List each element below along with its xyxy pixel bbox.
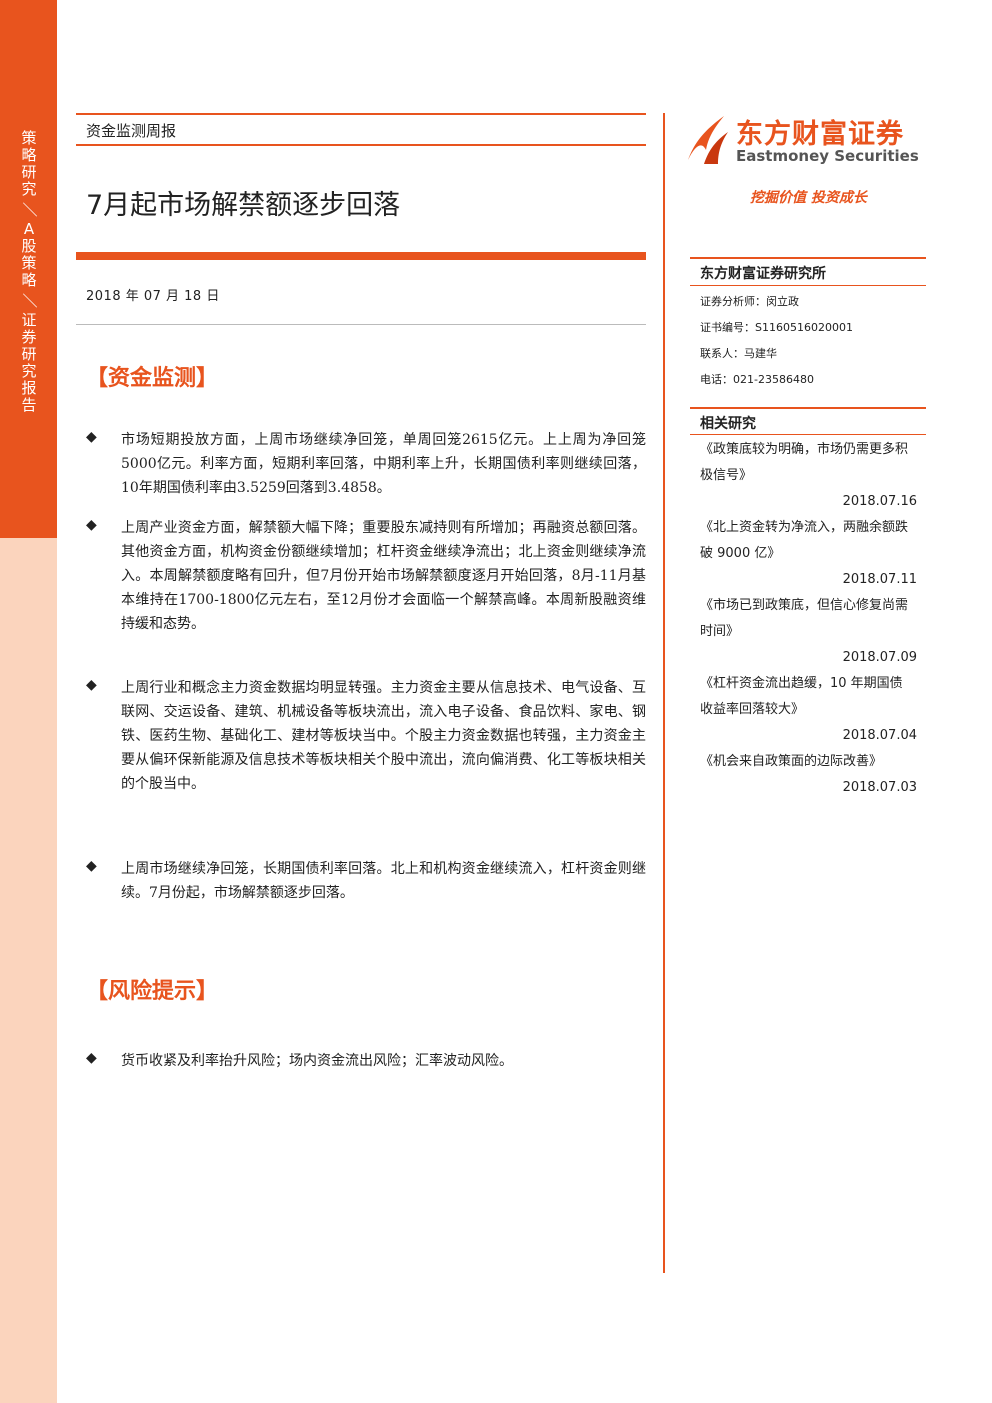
report-type: 资金监测周报 xyxy=(86,122,177,140)
diamond-bullet-icon: ◆ xyxy=(86,1050,97,1066)
related-item-date: 2018.07.09 xyxy=(842,650,917,665)
sidebar-label-a-share: A股策略 xyxy=(21,220,37,289)
flame-logo-icon xyxy=(688,116,728,164)
related-item-title[interactable]: 《北上资金转为净流入，两融余额跌破 9000 亿》 xyxy=(700,520,909,561)
related-item-date: 2018.07.03 xyxy=(842,780,917,795)
report-date: 2018 年 07 月 18 日 xyxy=(86,289,220,304)
date-divider xyxy=(76,324,646,325)
bullet-text: 市场短期投放方面，上周市场继续净回笼，单周回笼2615亿元。上上周为净回笼500… xyxy=(121,432,646,496)
institute-rule-bottom xyxy=(690,285,926,286)
diamond-bullet-icon: ◆ xyxy=(86,429,97,445)
related-rule-top xyxy=(690,407,926,409)
sidebar-band-light xyxy=(0,538,57,1403)
bullet-item: ◆ 上周市场继续净回笼，长期国债利率回落。北上和机构资金继续流入，杠杆资金则继续… xyxy=(86,857,646,905)
title-underline-bar xyxy=(76,252,646,260)
bullet-text: 上周行业和概念主力资金数据均明显转强。主力资金主要从信息技术、电气设备、互联网、… xyxy=(121,680,646,792)
related-item-date: 2018.07.04 xyxy=(842,728,917,743)
related-item-title[interactable]: 《市场已到政策底，但信心修复尚需时间》 xyxy=(700,598,909,639)
diamond-bullet-icon: ◆ xyxy=(86,517,97,533)
bullet-item: ◆ 市场短期投放方面，上周市场继续净回笼，单周回笼2615亿元。上上周为净回笼5… xyxy=(86,428,646,500)
bullet-text: 货币收紧及利率抬升风险；场内资金流出风险；汇率波动风险。 xyxy=(121,1053,513,1069)
related-item-date: 2018.07.11 xyxy=(842,572,917,587)
related-rule-bottom xyxy=(690,434,926,435)
related-item-date: 2018.07.16 xyxy=(842,494,917,509)
logo-chinese-name: 东方财富证券 xyxy=(736,119,904,150)
diamond-bullet-icon: ◆ xyxy=(86,677,97,693)
header-rule-sub xyxy=(76,144,646,146)
sidebar-separator: ／ xyxy=(20,201,39,217)
column-divider xyxy=(663,113,665,1273)
phone-number: 电话：021-23586480 xyxy=(700,373,814,386)
sidebar-label-research: 证券研究报告 xyxy=(21,311,37,414)
diamond-bullet-icon: ◆ xyxy=(86,858,97,874)
related-item-title[interactable]: 《机会来自政策面的边际改善》 xyxy=(700,754,883,769)
bullet-text: 上周市场继续净回笼，长期国债利率回落。北上和机构资金继续流入，杠杆资金则继续。7… xyxy=(121,861,646,901)
slogan: 挖掘价值 投资成长 xyxy=(750,190,867,206)
institute-name: 东方财富证券研究所 xyxy=(700,266,826,282)
analyst-name: 证券分析师：闵立政 xyxy=(700,295,799,308)
section-heading-risk: 【风险提示】 xyxy=(86,978,219,1004)
sidebar-separator: ／ xyxy=(20,292,39,308)
logo-english-name: Eastmoney Securities xyxy=(736,147,919,165)
related-item-title[interactable]: 《杠杆资金流出趋缓，10 年期国债收益率回落较大》 xyxy=(700,676,903,717)
bullet-item: ◆ 上周行业和概念主力资金数据均明显转强。主力资金主要从信息技术、电气设备、互联… xyxy=(86,676,646,796)
sidebar-band xyxy=(0,0,57,538)
header-rule-top xyxy=(76,113,646,115)
bullet-item: ◆ 上周产业资金方面，解禁额大幅下降；重要股东减持则有所增加；再融资总额回落。其… xyxy=(86,516,646,636)
page-title: 7月起市场解禁额逐步回落 xyxy=(86,190,401,221)
related-research-title: 相关研究 xyxy=(700,416,756,432)
sidebar-label-strategy: 策略研究 xyxy=(21,129,37,198)
company-logo: 东方财富证券 Eastmoney Securities xyxy=(684,112,924,172)
bullet-item: ◆ 货币收紧及利率抬升风险；场内资金流出风险；汇率波动风险。 xyxy=(86,1049,646,1073)
institute-rule-top xyxy=(690,257,926,259)
related-item-title[interactable]: 《政策底较为明确，市场仍需更多积极信号》 xyxy=(700,442,909,483)
contact-person: 联系人：马建华 xyxy=(700,347,777,360)
bullet-text: 上周产业资金方面，解禁额大幅下降；重要股东减持则有所增加；再融资总额回落。其他资… xyxy=(121,520,646,632)
section-heading-monitor: 【资金监测】 xyxy=(86,365,219,391)
certificate-number: 证书编号：S1160516020001 xyxy=(700,321,853,334)
sidebar-category-label: 策略研究 ／ A股策略 ／ 证券研究报告 xyxy=(19,130,39,414)
